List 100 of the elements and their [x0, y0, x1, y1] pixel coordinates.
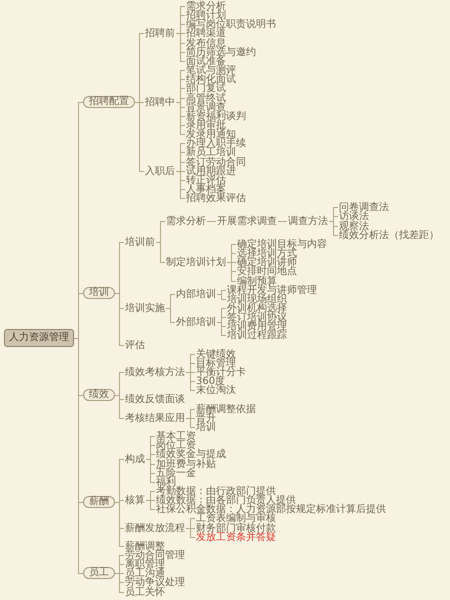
topic-pill: [83, 287, 115, 299]
topic-text: 劳动争议处理: [124, 578, 186, 587]
topic-text: 确定培训讲师: [236, 258, 298, 267]
topic-text: 考勤数据：由行政部门提供: [155, 487, 277, 496]
connector-line: [206, 221, 216, 222]
topic-text: 离职管理: [124, 560, 166, 569]
topic-text: 访谈法: [338, 212, 370, 221]
topic-text: 部门复试: [185, 84, 227, 93]
topic-text: 需求分析: [185, 2, 227, 11]
topic-label: 人力资源管理: [9, 332, 69, 344]
topic-text: 岗位工资: [155, 441, 197, 450]
topic-text: 评估: [124, 341, 146, 350]
connector-line: [156, 242, 166, 263]
topic-text: 高管终试: [185, 94, 227, 103]
topic-text: 培训费用管理: [226, 322, 288, 331]
topic-text: 发布信息: [185, 39, 227, 48]
connector-line: [216, 322, 226, 336]
topic-label: 薪酬: [89, 497, 109, 507]
topic-text: 绩效数据：由各部门负责人提供: [155, 496, 297, 505]
connector-line: [278, 221, 288, 222]
connector-line: [114, 502, 124, 547]
topic-text: 开展需求调查: [216, 217, 278, 226]
topic-text: 晋升: [195, 414, 217, 423]
topic-text: 核算: [124, 496, 146, 505]
topic-text: 末位淘汰: [195, 386, 237, 395]
topic-text: 招聘前: [144, 29, 176, 38]
topic-text: 试用期跟进: [185, 167, 237, 176]
connector-line: [74, 338, 84, 574]
topic-text: 培训: [195, 423, 217, 432]
topic-text: 薪资福利谈判: [185, 112, 247, 121]
connector-line: [146, 459, 156, 483]
topic-text: 需求分析: [165, 217, 207, 226]
topic-text: 培训前: [124, 238, 156, 247]
topic-pill: [83, 567, 115, 579]
topic-text: 培训现场组织: [226, 295, 288, 304]
topic-text: 签订劳动合同: [185, 158, 247, 167]
topic-text: 调查方法: [287, 217, 329, 226]
topic-text: 外部培训: [175, 318, 217, 327]
topic-text: 面试准备: [185, 57, 227, 66]
topic-text: 培训实施: [124, 304, 166, 313]
topic-text: 确定培训目标与内容: [236, 240, 328, 249]
topic-text: 招聘计划: [185, 11, 227, 20]
topic-text: 绩效奖金与提成: [155, 450, 227, 459]
connector-line: [328, 221, 338, 236]
topic-text: 员工沟通: [124, 569, 166, 578]
connector-line: [114, 573, 124, 593]
topic-label: 培训: [89, 288, 109, 298]
topic-text: 外训机构选择: [226, 304, 288, 313]
topic-text: 薪酬发放流程: [124, 524, 186, 533]
topic-text: 观察法: [338, 222, 370, 231]
topic-text: 财务部门审核付款: [195, 524, 277, 533]
topic-text: 基本工资: [155, 432, 197, 441]
connector-line: [176, 171, 186, 199]
topic-text: 招聘效果评估: [185, 194, 247, 203]
topic-text: 录用审批: [185, 121, 227, 130]
topic-text: 编写岗位职责说明书: [185, 20, 277, 29]
topic-text: 绩效反馈面谈: [124, 395, 186, 404]
topic-pill: [83, 389, 115, 401]
topic-text: 福利: [155, 478, 177, 487]
topic-text: 薪酬调整: [124, 542, 166, 551]
topic-text: 转正评估: [185, 176, 227, 185]
topic-text: 结构化面试: [185, 75, 237, 84]
connector-line: [176, 33, 186, 62]
connector-line: [134, 102, 144, 172]
topic-text: 发放工资条并答疑: [195, 533, 277, 542]
topic-text: 考核结果应用: [124, 414, 186, 423]
topic-text: 360度: [195, 377, 226, 386]
topic-text: 绩效考核方法: [124, 368, 186, 377]
connector-line: [186, 528, 196, 538]
connector-line: [114, 395, 124, 419]
connector-line: [216, 294, 226, 300]
topic-text: 签订培训协议: [226, 313, 288, 322]
topic-text: 编制预算: [236, 277, 278, 286]
topic-text: 背景调查: [185, 103, 227, 112]
topic-label: 绩效: [89, 390, 109, 400]
connector-line: [146, 500, 156, 510]
connector-line: [176, 102, 186, 135]
topic-pill: [83, 496, 115, 508]
connector-line: [186, 372, 196, 391]
topic-text: 简历筛选与邀约: [185, 48, 257, 57]
topic-text: 加班费与补贴: [155, 460, 217, 469]
topic-pill: [83, 96, 135, 108]
topic-text: 内部培训: [175, 290, 217, 299]
topic-text: 工资表编制与审核: [195, 514, 277, 523]
topic-text: 笔试与测评: [185, 66, 237, 75]
topic-text: 安排时间地点: [236, 267, 298, 276]
topic-text: 招聘渠道: [185, 29, 227, 38]
topic-label: 招聘配置: [89, 97, 129, 107]
topic-text: 发录用通知: [185, 130, 237, 139]
topic-text: 问卷调查法: [338, 203, 390, 212]
topic-label: 员工: [89, 568, 109, 578]
topic-text: 关键绩效: [195, 350, 237, 359]
topic-text: 构成: [124, 455, 146, 464]
topic-text: 劳动合同管理: [124, 551, 186, 560]
topic-text: 培训过程跟踪: [226, 331, 288, 340]
topic-text: 入职后: [144, 167, 176, 176]
topic-text: 目标管理: [195, 359, 237, 368]
topic-text: 五险一金: [155, 469, 197, 478]
topic-text: 社保公积金数据：人力资源部按规定标准计算后提供: [155, 505, 387, 514]
topic-text: 绩效分析法（找差距）: [338, 231, 440, 240]
